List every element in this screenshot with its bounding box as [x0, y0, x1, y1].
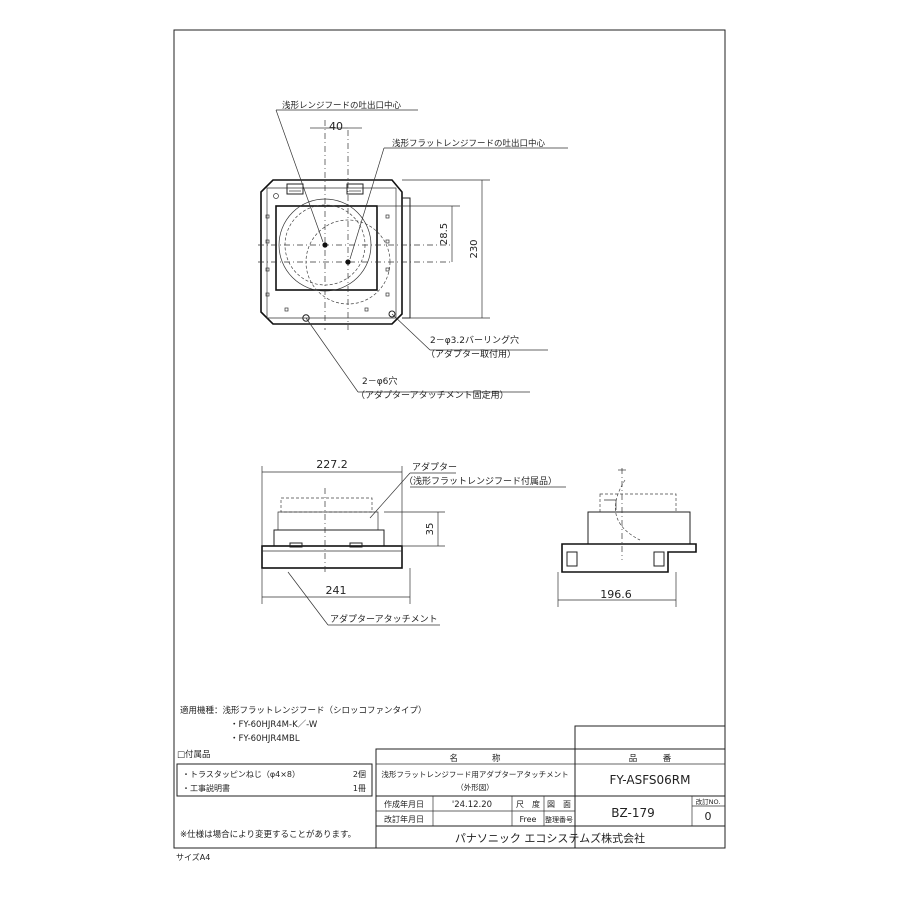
accessories-title: □付属品: [177, 749, 211, 760]
revision-number: 0: [705, 810, 712, 823]
accessory-1-qty: 2個: [353, 769, 366, 779]
accessories-box: [176, 763, 373, 797]
leader-flat-center: [349, 147, 385, 260]
reference-number-label: 整理番号: [545, 815, 573, 824]
scale-label: 尺 度: [516, 799, 540, 809]
created-date: '24.12.20: [452, 800, 492, 810]
callout-burring-hole: 2－φ3.2バーリング穴: [430, 334, 519, 346]
front-view: 227.2 35 241 アダプター （浅形フラットレンジフード付属品） アダプ…: [261, 458, 566, 626]
top-right-flange: [402, 197, 411, 319]
dim-241: 241: [326, 584, 347, 597]
top-view: 40 浅形レンジフードの吐出口中心 浅形フラットレンジフードの吐出口中心 28.…: [258, 100, 568, 401]
sheet-size: サイズA4: [176, 852, 210, 862]
applicable-models-label: 適用機種：浅形フラットレンジフード（シロッコファンタイプ）: [180, 705, 427, 716]
callout-adapter: アダプター: [412, 461, 457, 473]
callout-burring-hole-note: （アダプター取付用）: [426, 348, 516, 360]
notes: 適用機種：浅形フラットレンジフード（シロッコファンタイプ） ・FY-60HJR4…: [176, 705, 427, 862]
dim-35: 35: [425, 523, 436, 536]
part-number: FY-ASFS06RM: [610, 773, 691, 787]
applicable-model-2: ・FY-60HJR4MBL: [230, 734, 300, 744]
top-plate-outline: [260, 179, 403, 325]
dim-196-6: 196.6: [600, 588, 632, 601]
product-name: 浅形フラットレンジフード用アダプターアタッチメント: [381, 769, 568, 779]
top-square-duct: [275, 205, 378, 291]
callout-adapter-note: （浅形フラットレンジフード付属品）: [404, 475, 557, 487]
title-block: 名 称 品 番 浅形フラットレンジフード用アダプターアタッチメント （外形図） …: [375, 725, 726, 849]
accessory-1-name: ・トラスタッピンねじ（φ4×8）: [182, 770, 300, 779]
dim-227-2: 227.2: [316, 458, 348, 471]
side-view: 196.6: [557, 468, 697, 607]
side-base: [561, 543, 697, 573]
spec-change-note: ※仕様は場合により変更することがあります。: [180, 829, 356, 840]
leader-shallow-center: [275, 109, 324, 243]
part-number-header: 品 番: [629, 753, 672, 764]
accessory-2-name: ・工事説明書: [182, 783, 230, 793]
product-name-sub: （外形図）: [456, 782, 494, 792]
dim-40: 40: [329, 120, 343, 133]
top-tab-right: [346, 183, 364, 195]
scale-value: Free: [520, 815, 537, 824]
name-header: 名 称: [449, 753, 501, 764]
revised-date-label: 改訂年月日: [384, 814, 424, 824]
applicable-model-1: ・FY-60HJR4M-K／-W: [230, 720, 318, 730]
front-base-plate: [261, 545, 403, 569]
revision-label: 改訂NO.: [696, 797, 721, 806]
drawing-number: BZ-179: [611, 806, 654, 820]
callout-attachment: アダプターアタッチメント: [330, 613, 438, 625]
company-name: パナソニック エコシステムズ株式会社: [455, 831, 645, 845]
callout-shallow-outlet-center: 浅形レンジフードの吐出口中心: [282, 100, 402, 111]
burring-hole: [388, 310, 396, 318]
drawing-label: 図 面: [547, 800, 571, 809]
front-adapter-top: [280, 497, 373, 513]
title-block-frame: [375, 748, 726, 849]
dim-28-5: 28.5: [439, 223, 450, 245]
top-tab-left: [286, 183, 304, 195]
shallow-outlet-center-dot: [322, 242, 328, 248]
phi6-hole: [302, 314, 310, 322]
side-adapter-top: [599, 493, 677, 513]
front-adapter-mid: [277, 511, 379, 531]
callout-flat-outlet-center: 浅形フラットレンジフードの吐出口中心: [392, 138, 546, 149]
created-date-label: 作成年月日: [384, 799, 424, 809]
callout-phi6-hole-note: （アダプターアタッチメント固定用）: [356, 389, 509, 401]
dim-230: 230: [469, 239, 480, 258]
accessory-2-qty: 1冊: [353, 784, 366, 793]
flat-outlet-center-dot: [345, 259, 351, 265]
callout-phi6-hole: 2－φ6穴: [362, 375, 397, 387]
